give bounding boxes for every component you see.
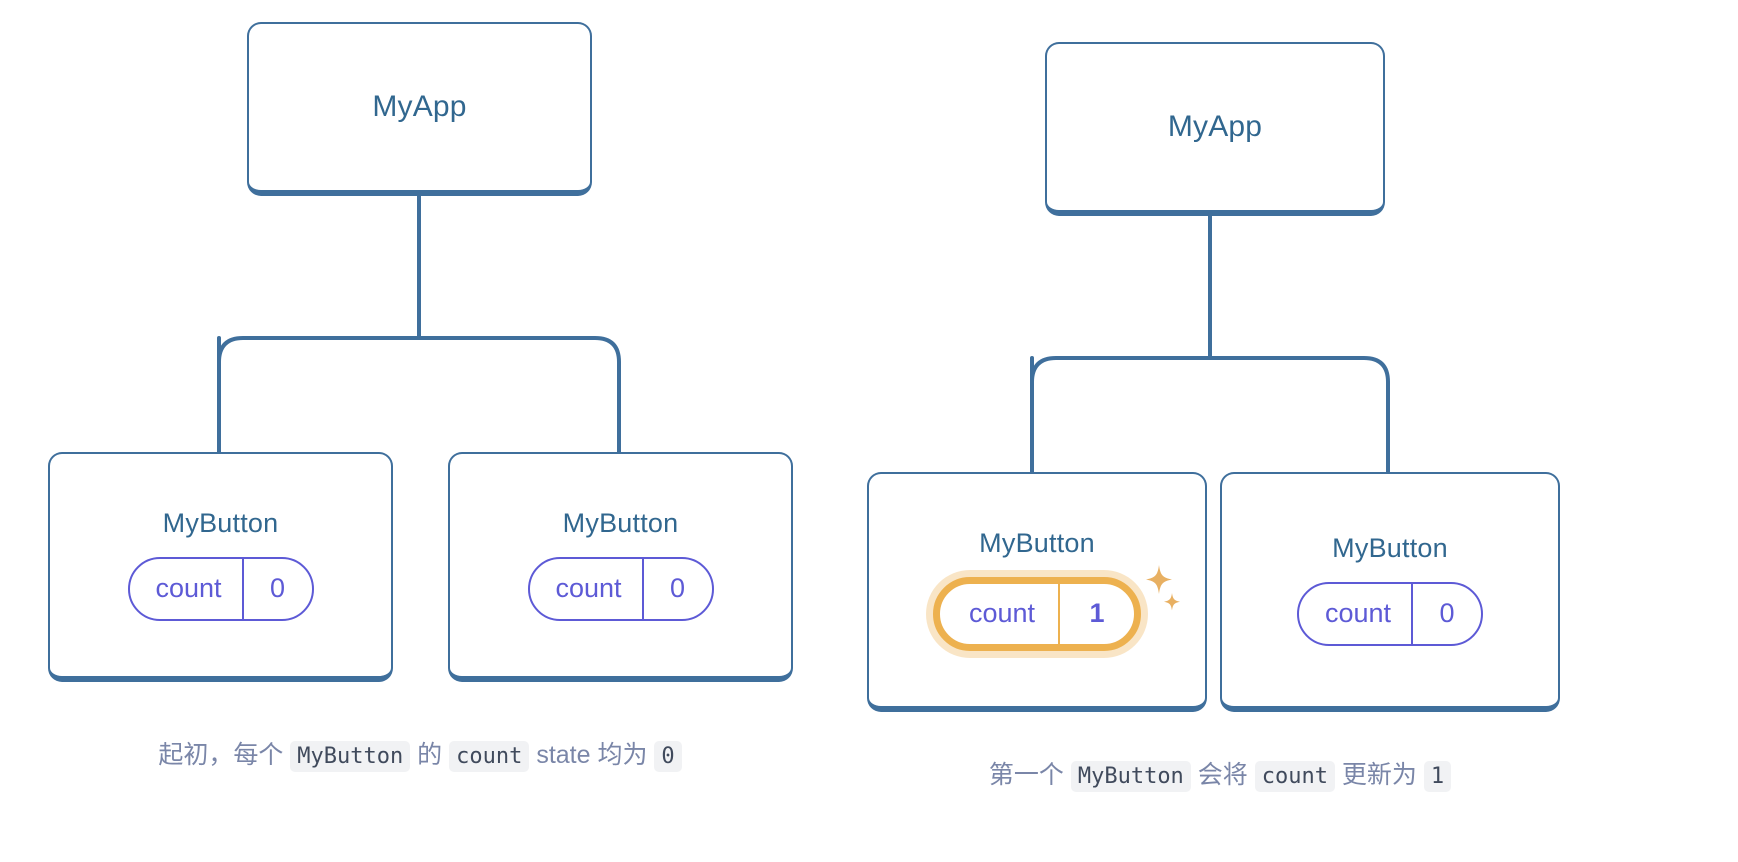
state-pill-highlighted[interactable]: count 1 xyxy=(933,576,1141,651)
caption-code-count: count xyxy=(1254,761,1335,792)
state-pill[interactable]: count 0 xyxy=(527,556,714,621)
caption-text-3: 更新为 xyxy=(1334,761,1424,789)
caption-code-mybutton: MyButton xyxy=(1070,761,1191,792)
state-key: count xyxy=(155,573,222,603)
state-pill-wrapper-highlighted: count 1 xyxy=(933,564,1180,651)
caption-text-1: 第一个 xyxy=(988,761,1071,789)
state-pill[interactable]: count 0 xyxy=(127,556,314,621)
node-title: MyButton xyxy=(1332,532,1448,563)
caption-after: 第一个 MyButton 会将 count 更新为 1 xyxy=(870,756,1570,795)
state-value: 0 xyxy=(241,558,312,619)
node-title: MyButton xyxy=(979,527,1095,558)
connector-branch-right xyxy=(217,336,621,454)
state-value: 0 xyxy=(641,558,712,619)
node-myapp-after[interactable]: MyApp xyxy=(1045,42,1385,216)
connector-lines-before xyxy=(217,194,621,454)
node-myapp-before[interactable]: MyApp xyxy=(247,22,592,196)
state-pill-wrapper: count 0 xyxy=(127,556,314,621)
connector-branch-right xyxy=(1030,356,1390,474)
caption-text-3: state 均为 xyxy=(529,741,655,769)
caption-text-1: 起初，每个 xyxy=(158,741,291,769)
node-mybutton-after-1[interactable]: MyButton count 1 xyxy=(867,472,1207,712)
state-pill-wrapper: count 0 xyxy=(1297,581,1483,646)
state-value: 1 xyxy=(1058,583,1134,644)
node-title: MyButton xyxy=(162,507,279,538)
connector-lines-after xyxy=(1030,214,1390,474)
state-pill[interactable]: count 0 xyxy=(1297,581,1483,646)
caption-code-mybutton: MyButton xyxy=(290,741,411,772)
node-title: MyApp xyxy=(372,90,467,123)
state-key: count xyxy=(1324,598,1392,628)
node-title: MyButton xyxy=(562,507,679,538)
state-pill-wrapper: count 0 xyxy=(527,556,714,621)
caption-code-value: 0 xyxy=(654,741,682,772)
node-mybutton-before-1[interactable]: MyButton count 0 xyxy=(48,452,393,682)
sparkle-icon xyxy=(1139,563,1185,623)
caption-code-value: 1 xyxy=(1423,761,1452,792)
caption-text-2: 会将 xyxy=(1190,761,1255,789)
state-value: 0 xyxy=(1411,583,1481,644)
node-mybutton-before-2[interactable]: MyButton count 0 xyxy=(448,452,793,682)
node-title: MyApp xyxy=(1167,110,1263,143)
caption-code-count: count xyxy=(449,741,530,772)
caption-before: 起初，每个 MyButton 的 count state 均为 0 xyxy=(40,736,800,775)
state-key: count xyxy=(968,598,1036,628)
caption-text-2: 的 xyxy=(410,741,450,769)
state-key: count xyxy=(555,573,622,603)
node-mybutton-after-2[interactable]: MyButton count 0 xyxy=(1220,472,1560,712)
